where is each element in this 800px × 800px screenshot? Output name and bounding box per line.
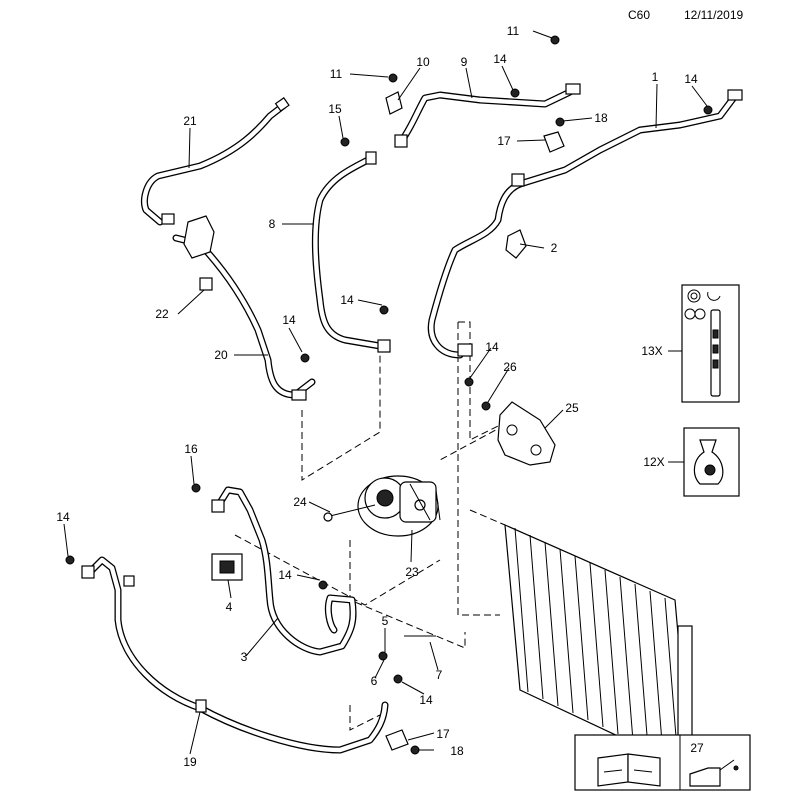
inset-12x[interactable]	[683, 427, 740, 497]
callout-4: 4	[226, 600, 233, 614]
condenser[interactable]	[504, 524, 693, 771]
callout-14-g: 14	[278, 568, 292, 582]
oil-can-icon	[689, 759, 739, 787]
callout-1: 1	[652, 70, 659, 84]
callout-2: 2	[551, 241, 558, 255]
receiver-drier-2[interactable]	[505, 229, 527, 259]
callout-5: 5	[382, 614, 389, 628]
callout-13x: 13X	[641, 344, 662, 358]
callout-24: 24	[293, 495, 307, 509]
callout-14-e: 14	[485, 340, 499, 354]
hose-8[interactable]	[311, 151, 391, 353]
callout-10: 10	[416, 55, 430, 69]
callout-20: 20	[214, 348, 228, 362]
callout-14-d: 14	[282, 313, 296, 327]
hose-3[interactable]	[211, 486, 357, 656]
callout-15: 15	[328, 102, 342, 116]
clip-22[interactable]	[199, 277, 213, 291]
callout-16: 16	[184, 442, 198, 456]
callout-17-top: 17	[497, 134, 511, 148]
callout-12x: 12X	[643, 455, 664, 469]
compressor-23[interactable]	[357, 475, 441, 537]
callout-26: 26	[503, 360, 517, 374]
hose-20[interactable]	[172, 215, 316, 401]
callout-21: 21	[183, 114, 197, 128]
manual-icon	[597, 753, 661, 787]
callout-23: 23	[405, 565, 419, 579]
diagram-code: C60	[628, 8, 651, 22]
diagram-date: 12/11/2019	[684, 8, 744, 22]
callout-labels: 11 11 10 9 14 1 14 15 18 17 21 8 2 22 14…	[56, 24, 704, 769]
clip-17-top[interactable]	[543, 131, 565, 153]
callout-8: 8	[269, 217, 276, 231]
callout-6: 6	[371, 674, 378, 688]
callout-27: 27	[690, 741, 704, 755]
line-1[interactable]	[427, 89, 743, 359]
valve-4[interactable]	[211, 553, 243, 581]
callout-18-bottom: 18	[450, 744, 464, 758]
bracket-25[interactable]	[497, 401, 556, 466]
callout-11-top: 11	[507, 24, 520, 38]
callout-9: 9	[461, 55, 468, 69]
hose-19[interactable]	[81, 556, 389, 754]
leader-lines	[63, 30, 708, 755]
inset-13x[interactable]	[681, 284, 740, 403]
fasteners[interactable]	[65, 35, 713, 755]
clip-10[interactable]	[385, 91, 403, 115]
assembly-dashed-lines	[234, 321, 506, 731]
callout-19: 19	[183, 755, 197, 769]
callout-11: 11	[330, 67, 343, 81]
bolt-24[interactable]	[323, 504, 376, 522]
callout-14-a: 14	[493, 52, 507, 66]
callout-17-bottom: 17	[436, 727, 450, 741]
callout-22: 22	[155, 307, 169, 321]
callout-3: 3	[241, 650, 248, 664]
clip-17-bottom[interactable]	[385, 729, 409, 751]
hose-9[interactable]	[394, 83, 581, 148]
callout-14-h: 14	[419, 693, 433, 707]
callout-14-b: 14	[684, 72, 698, 86]
callout-18-top: 18	[594, 111, 608, 125]
callout-14-f: 14	[56, 510, 70, 524]
hose-21[interactable]	[141, 97, 290, 226]
callout-25: 25	[565, 401, 579, 415]
callout-14-c: 14	[340, 293, 354, 307]
callout-7: 7	[436, 668, 443, 682]
